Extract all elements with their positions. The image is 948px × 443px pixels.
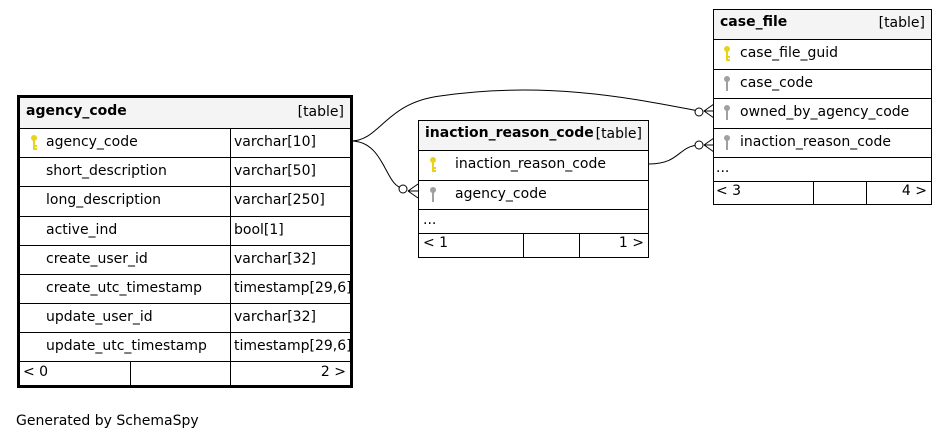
primary-key-icon: [724, 46, 730, 61]
crowfoot-inaction-agency: [407, 183, 419, 199]
parents-count[interactable]: < 1: [423, 235, 449, 251]
column-name: owned_by_agency_code: [740, 104, 910, 120]
parents-count[interactable]: < 3: [716, 183, 742, 199]
column-type: timestamp[29,6]: [234, 338, 352, 355]
foreign-key-icon: [724, 76, 730, 91]
edge-agency-to-case-file: [350, 89, 700, 142]
column-name: case_file_guid: [740, 45, 839, 61]
relationship-counts-row: < 0 2 >: [20, 361, 350, 385]
column-row[interactable]: active_ind bool[1]: [20, 215, 350, 245]
column-name: agency_code: [46, 134, 138, 150]
edge-agency-to-inaction-reason: [350, 140, 404, 189]
column-row[interactable]: update_utc_timestamp timestamp[29,6]: [20, 332, 352, 362]
parents-count[interactable]: < 0: [23, 364, 49, 380]
column-name: long_description: [46, 192, 162, 209]
column-name: short_description: [46, 163, 167, 180]
table-agency-code[interactable]: agency_code [table] agency_code varchar[1…: [17, 95, 353, 388]
foreign-key-icon: [430, 187, 436, 202]
column-name: inaction_reason_code: [740, 134, 891, 150]
primary-key-icon: [430, 157, 436, 172]
column-type: timestamp[29,6]: [234, 280, 352, 296]
table-name: agency_code: [26, 103, 127, 119]
column-name: create_utc_timestamp: [46, 280, 203, 296]
relationship-counts-row: < 1 1 >: [419, 233, 648, 257]
column-row[interactable]: short_description varchar[50]: [20, 157, 350, 187]
table-type-label: [table]: [595, 126, 642, 142]
table-header: case_file [table]: [714, 10, 931, 39]
optional-circle-case-file-owned: [694, 107, 704, 117]
column-row[interactable]: create_utc_timestamp timestamp[29,6]: [20, 274, 352, 304]
column-name: update_utc_timestamp: [46, 338, 207, 355]
edge-inaction-reason-to-case-file: [648, 144, 700, 165]
column-row[interactable]: case_file_guid: [714, 39, 931, 69]
column-type: varchar[32]: [234, 309, 316, 326]
more-columns-text: ...: [423, 212, 437, 228]
column-type: varchar[32]: [234, 250, 316, 267]
column-row[interactable]: update_user_id varchar[32]: [20, 303, 350, 333]
column-name: inaction_reason_code: [455, 156, 606, 172]
column-name: create_user_id: [46, 250, 148, 267]
column-row[interactable]: long_description varchar[250]: [20, 186, 350, 216]
column-row[interactable]: agency_code: [419, 180, 648, 209]
column-row[interactable]: case_code: [714, 69, 931, 98]
column-name: case_code: [740, 75, 813, 91]
column-name: agency_code: [455, 186, 547, 202]
column-name: update_user_id: [46, 309, 153, 326]
children-count[interactable]: 4 >: [901, 183, 927, 199]
table-header: inaction_reason_code [table]: [419, 121, 648, 150]
table-inaction-reason-code[interactable]: inaction_reason_code [table] inaction_re…: [418, 120, 649, 258]
children-count[interactable]: 2 >: [320, 364, 346, 380]
foreign-key-icon: [724, 105, 730, 120]
primary-key-icon: [31, 135, 37, 150]
children-count[interactable]: 1 >: [618, 235, 644, 251]
table-type-label: [table]: [878, 15, 925, 31]
table-name: inaction_reason_code: [425, 125, 594, 141]
more-columns-text: ...: [716, 160, 730, 176]
crowfoot-case-file-owned: [703, 103, 715, 119]
footer-generated-by: Generated by SchemaSpy: [16, 413, 199, 429]
column-row[interactable]: inaction_reason_code: [714, 128, 931, 157]
table-header: agency_code [table]: [20, 98, 350, 128]
more-columns-row[interactable]: ...: [714, 157, 931, 181]
column-type: varchar[10]: [234, 134, 316, 150]
optional-circle-inaction-agency: [398, 184, 408, 194]
relationship-counts-row: < 3 4 >: [714, 181, 931, 204]
table-case-file[interactable]: case_file [table] case_file_guid case_co…: [713, 9, 932, 205]
table-type-label: [table]: [297, 104, 344, 120]
column-type: varchar[250]: [234, 192, 325, 209]
column-type: varchar[50]: [234, 163, 316, 180]
crowfoot-case-file-inaction: [703, 137, 715, 153]
column-row[interactable]: owned_by_agency_code: [714, 98, 931, 128]
column-row[interactable]: agency_code varchar[10]: [20, 128, 350, 158]
column-type: bool[1]: [234, 221, 284, 238]
optional-circle-case-file-inaction: [694, 140, 704, 150]
table-name: case_file: [720, 14, 788, 30]
column-row[interactable]: inaction_reason_code: [419, 150, 648, 180]
column-row[interactable]: create_user_id varchar[32]: [20, 244, 350, 274]
more-columns-row[interactable]: ...: [419, 209, 648, 233]
column-name: active_ind: [46, 221, 118, 238]
foreign-key-icon: [724, 135, 730, 150]
